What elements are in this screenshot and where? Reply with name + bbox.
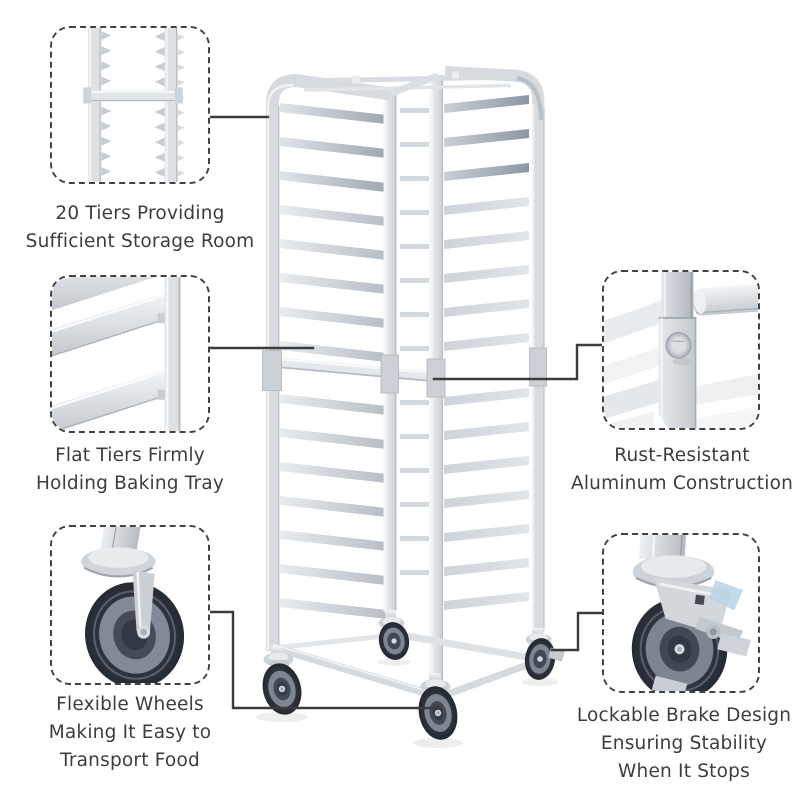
caster-wheel-right-brake	[524, 628, 565, 680]
caption-flat-tiers: Flat Tiers Firmly Holding Baking Tray	[0, 442, 260, 498]
rack-back-slat-stubs	[400, 108, 429, 575]
flat-tier-closeup-image	[52, 277, 208, 431]
caption-line: Aluminum Construction	[570, 473, 794, 494]
callout-box-flat-tiers	[50, 275, 210, 433]
caption-line: Ensuring Stability	[600, 733, 768, 754]
brake-caster-closeup-image	[604, 535, 758, 691]
caption-line: 20 Tiers Providing	[55, 203, 225, 224]
leader-line-brake-wheel	[550, 611, 603, 652]
caption-line: Sufficient Storage Room	[25, 231, 255, 252]
caption-line: Holding Baking Tray	[35, 473, 225, 494]
callout-box-swivel-wheel	[50, 525, 210, 685]
frame-corner-bolt-closeup-image	[604, 272, 758, 428]
caption-line: Rust-Resistant	[614, 445, 750, 466]
caption-tiers: 20 Tiers Providing Sufficient Storage Ro…	[10, 200, 270, 256]
caption-line: Making It Easy to	[48, 722, 212, 743]
callout-leader-lines	[208, 115, 603, 710]
callout-box-aluminum-frame	[602, 270, 760, 430]
tier-rails-closeup-image	[52, 28, 208, 182]
caption-line: Flat Tiers Firmly	[55, 445, 205, 466]
caption-line: Lockable Brake Design	[576, 705, 792, 726]
caption-brake-wheel: Lockable Brake Design Ensuring Stability…	[554, 702, 800, 786]
leader-line-aluminum-frame	[432, 343, 603, 381]
rack-right-panel-slats	[444, 95, 529, 610]
caption-line: Transport Food	[60, 750, 200, 771]
rack-top-bars	[295, 71, 518, 97]
caption-line: Flexible Wheels	[56, 694, 204, 715]
caption-aluminum-frame: Rust-Resistant Aluminum Construction	[552, 442, 800, 498]
callout-box-tiers	[50, 26, 210, 184]
callout-box-brake-wheel	[602, 533, 760, 693]
wheel-shadows	[256, 658, 559, 748]
rack-bottom-frame	[271, 630, 540, 702]
caption-swivel-wheel: Flexible Wheels Making It Easy to Transp…	[0, 691, 260, 775]
caster-wheel-back	[378, 610, 410, 660]
rack-left-panel-slats	[280, 103, 386, 619]
leader-line-swivel-wheel	[208, 610, 443, 710]
caster-wheel-front-left	[262, 646, 302, 715]
swivel-caster-closeup-image	[52, 527, 208, 683]
caption-line: When It Stops	[618, 761, 750, 782]
rack-mid-brace	[270, 357, 438, 383]
